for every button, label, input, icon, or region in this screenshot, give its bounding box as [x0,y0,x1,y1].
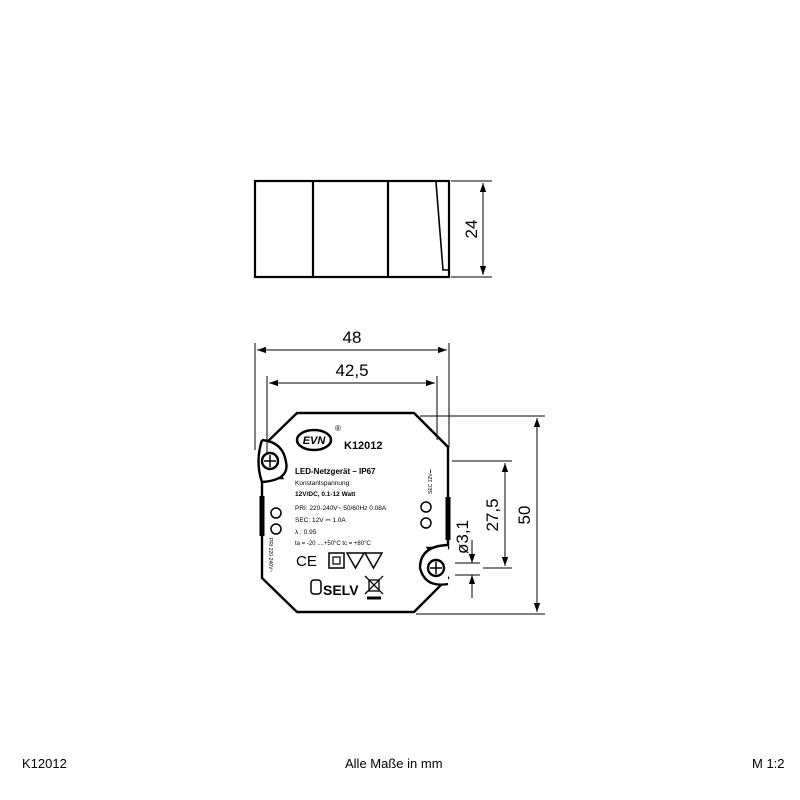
product-label: EVN ® K12012 LED-Netzgerät – IP67 Konsta… [267,424,434,600]
furniture-mark-icon [345,552,366,570]
selv-mark: SELV [323,582,359,598]
label-rating: 12V/DC, 0.1-12 Watt [295,491,356,498]
footer-article: K12012 [22,756,67,771]
label-subtitle: Konstantspannung [295,480,350,487]
footer-units-note: Alle Maße in mm [345,756,443,771]
dim-48: 48 [343,328,362,347]
dim-50: 50 [515,506,534,525]
weee-bin-icon [364,575,384,600]
brand-logo-text: EVN [303,435,327,447]
label-pri: PRI: 220-240V~ 50/60Hz 0.08A [295,505,387,512]
pri-side-text: PRI 220-240V~ [267,538,273,572]
dim-42-5: 42,5 [335,361,368,380]
footer-scale: M 1:2 [752,756,785,771]
front-view [257,411,451,614]
label-temps: ta = -20 ....+50°C tc = +80°C [295,541,372,547]
height-dimension-24 [451,180,492,278]
label-title: LED-Netzgerät – IP67 [295,467,376,476]
dim-hole-diameter: ø3,1 [453,520,472,554]
double-insulation-icon [328,552,345,569]
sec-side-text: SEC 12V⎓ [428,469,434,494]
evn-logo [295,428,333,452]
label-model: K12012 [344,440,383,452]
registered-mark: ® [335,424,341,433]
dim-24: 24 [462,220,481,239]
transformer-icon [310,579,322,595]
ce-mark: CE [296,553,317,570]
top-view [253,179,451,279]
label-lambda: λ : 0.95 [295,529,317,536]
label-sec: SEC: 12V ⎓ 1.0A [295,517,346,524]
front-dimension-lines [254,343,545,615]
furniture-mark-icon-2 [363,552,384,570]
dim-27-5: 27,5 [483,498,502,531]
